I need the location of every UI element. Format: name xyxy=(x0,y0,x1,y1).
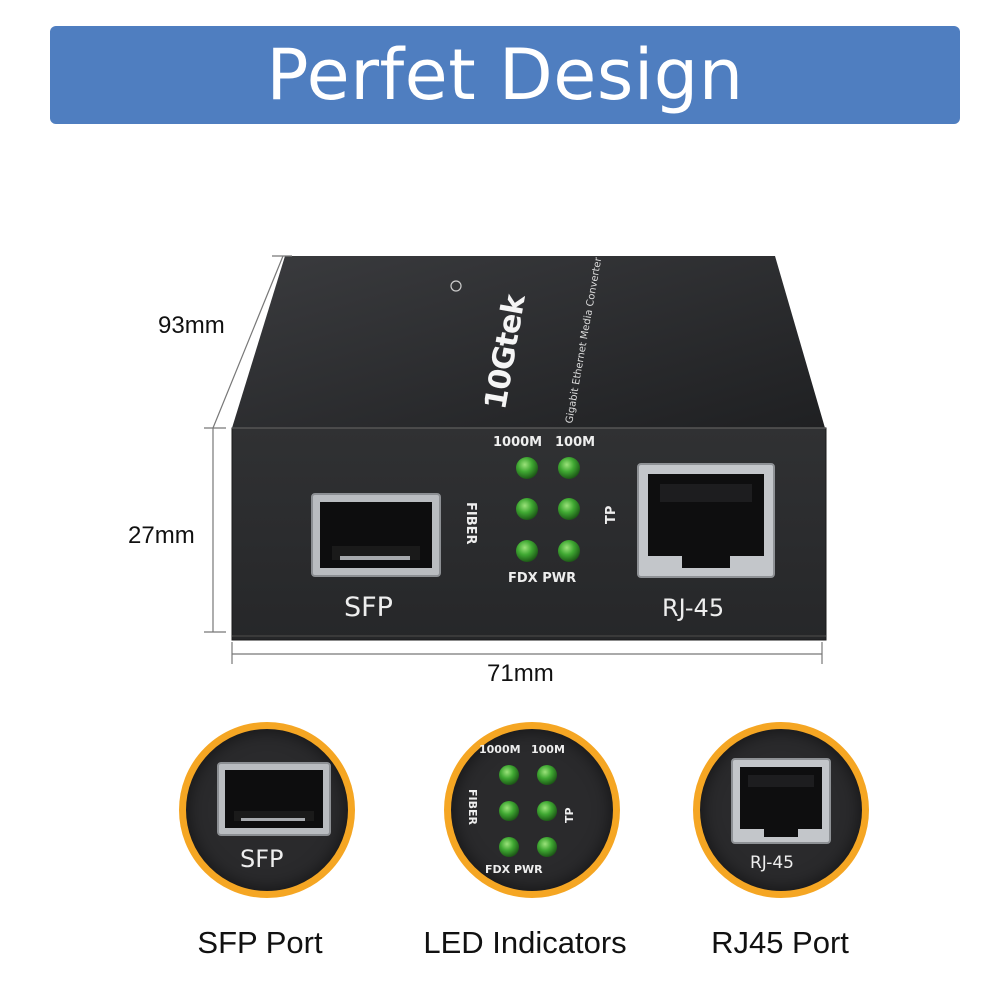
leds-closeup-fdx-pwr: FDX PWR xyxy=(485,863,543,876)
rj45-closeup-icon xyxy=(731,758,831,844)
caption-sfp-port: SFP Port xyxy=(197,925,323,960)
title-banner: Perfet Design xyxy=(50,26,960,124)
label-100m: 100M xyxy=(555,435,596,450)
sfp-port xyxy=(311,493,441,577)
leds-closeup-100m: 100M xyxy=(531,743,565,756)
closeup-sfp: SFP xyxy=(179,722,355,898)
sfp-closeup-label: SFP xyxy=(240,845,284,873)
closeup-leds: 1000M 100M FIBER TP FDX PWR xyxy=(444,722,620,898)
label-sfp: SFP xyxy=(344,592,393,623)
caption-rj45-port: RJ45 Port xyxy=(711,925,849,960)
label-tp: TP xyxy=(604,505,619,524)
rj45-port xyxy=(637,463,775,578)
device-top-face xyxy=(232,256,825,428)
leds-closeup-fiber: FIBER xyxy=(466,789,479,825)
leds-closeup-1000m: 1000M xyxy=(479,743,521,756)
label-1000m: 1000M xyxy=(493,435,543,450)
dimension-width: 71mm xyxy=(487,660,554,687)
led-array xyxy=(516,457,580,562)
dimension-depth: 93mm xyxy=(158,312,225,339)
dimension-height: 27mm xyxy=(128,522,195,549)
label-rj45: RJ-45 xyxy=(662,594,725,622)
rj45-closeup-label: RJ-45 xyxy=(750,853,794,873)
sfp-closeup-icon xyxy=(217,762,331,836)
label-fiber: FIBER xyxy=(463,502,478,545)
label-fdx-pwr: FDX PWR xyxy=(508,571,577,586)
banner-title: Perfet Design xyxy=(266,34,744,116)
leds-closeup-tp: TP xyxy=(563,807,576,823)
caption-led-indicators: LED Indicators xyxy=(423,925,627,960)
closeup-rj45: RJ-45 xyxy=(693,722,869,898)
leds-closeup-icon xyxy=(499,765,557,857)
